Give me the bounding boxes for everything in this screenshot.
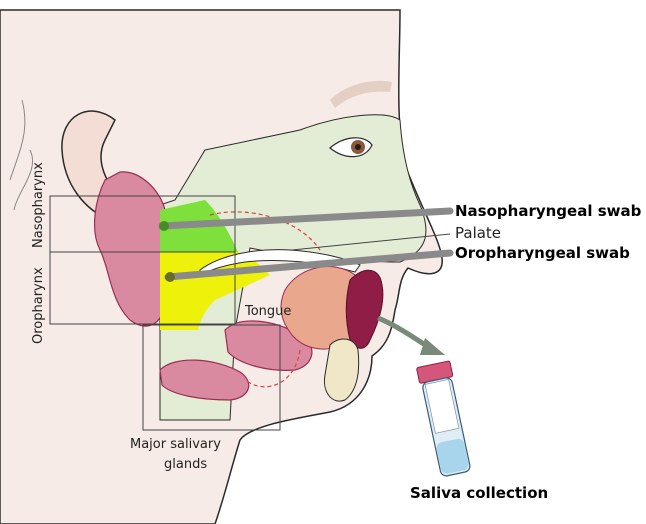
nasopharynx-label: Nasopharynx [31,162,46,248]
nasopharyngeal-swab-tip [159,221,169,231]
saliva-collection-label: Saliva collection [410,484,548,502]
major-salivary-glands-label-line2: glands [164,457,207,472]
saliva-arrow-head [420,338,445,355]
oropharynx-label: Oropharynx [31,267,46,344]
tongue-label: Tongue [244,304,291,319]
major-salivary-glands-label-line1: Major salivary [130,437,221,452]
oropharyngeal-swab-tip [165,272,175,282]
palate-label: Palate [455,224,501,242]
nasopharyngeal-swab-label: Nasopharyngeal swab [455,202,642,220]
oropharyngeal-swab-label: Oropharyngeal swab [455,244,630,262]
collection-tube [416,361,473,478]
